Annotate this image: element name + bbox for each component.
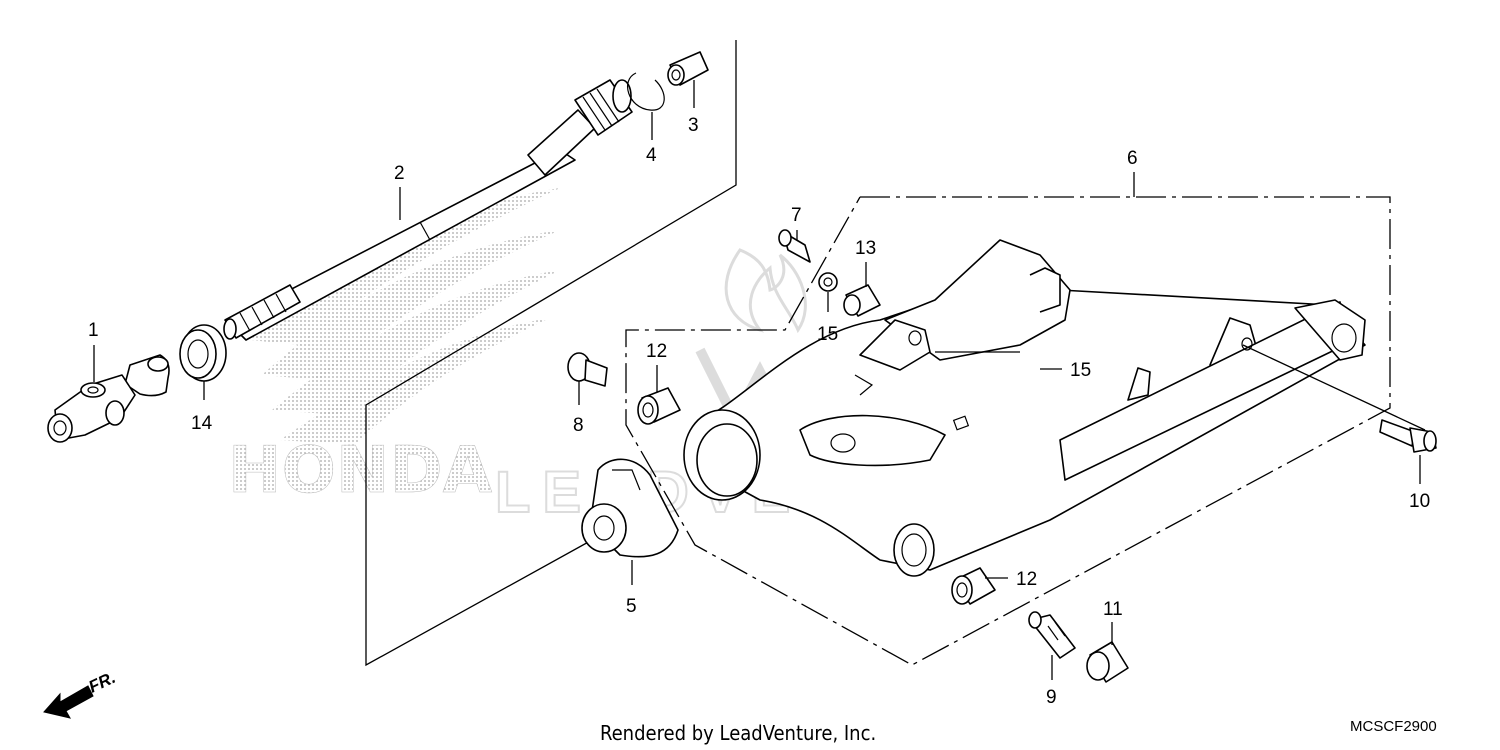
part-oil-seal	[179, 324, 227, 382]
label-part-6: 6	[1127, 148, 1138, 169]
front-arrow-icon	[43, 685, 94, 719]
label-part-12-lower: 12	[1016, 569, 1037, 590]
part-number-labels: 1 2 3 4 5 6 7 8 9 10 11 12 12 13 14 15 1…	[88, 115, 1430, 708]
front-direction-indicator: FR.	[43, 668, 119, 719]
part-spring	[667, 51, 709, 86]
part-pivot-cap	[581, 458, 679, 558]
part-drive-shaft	[223, 79, 633, 341]
label-part-8: 8	[573, 415, 584, 436]
part-collar	[778, 229, 811, 263]
part-lock-nut-upper	[637, 387, 681, 425]
part-bushing	[843, 284, 881, 317]
part-swing-arm	[683, 239, 1366, 577]
label-part-15-right: 15	[1070, 360, 1091, 381]
label-part-15-upper: 15	[817, 324, 838, 345]
part-pivot-bolt-right	[1028, 611, 1076, 659]
label-part-12-upper: 12	[646, 341, 667, 362]
label-part-11: 11	[1103, 599, 1123, 620]
part-universal-joint	[47, 354, 170, 443]
label-part-9: 9	[1046, 687, 1057, 708]
label-part-1: 1	[88, 320, 99, 341]
part-nut-lower	[1086, 641, 1129, 683]
label-part-7: 7	[791, 205, 802, 226]
label-part-4: 4	[646, 145, 657, 166]
honda-wing-watermark: HONDA	[228, 188, 560, 508]
footer-credit: Rendered by LeadVenture, Inc.	[600, 721, 876, 745]
honda-watermark-text: HONDA	[228, 434, 493, 508]
part-nut-upper	[818, 272, 838, 292]
leader-lines	[93, 80, 1426, 680]
label-part-13: 13	[855, 238, 876, 259]
label-part-10: 10	[1409, 491, 1430, 512]
part-lock-nut-lower	[951, 567, 996, 605]
label-part-5: 5	[626, 596, 637, 617]
label-part-14: 14	[191, 413, 213, 434]
label-part-3: 3	[688, 115, 699, 136]
label-part-2: 2	[394, 163, 405, 184]
part-pivot-bolt-left	[567, 352, 608, 387]
drive-shaft-group-box	[365, 40, 737, 667]
diagram-code: MCSCF2900	[1350, 718, 1437, 735]
swing-arm-group-box	[625, 172, 1391, 666]
part-flange-bolt	[1379, 419, 1437, 453]
part-circlip	[627, 72, 665, 111]
